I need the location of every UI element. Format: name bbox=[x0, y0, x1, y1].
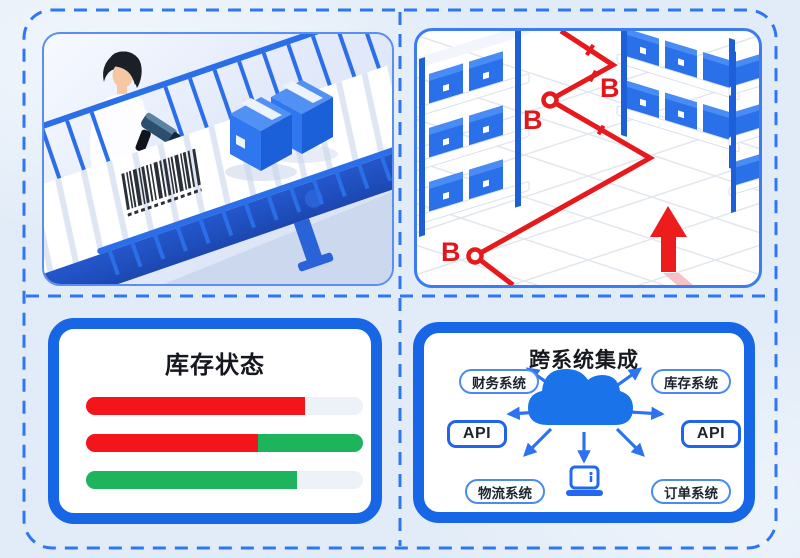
system-node-logistics: 物流系统 bbox=[465, 479, 545, 504]
api-node-right: API bbox=[681, 420, 741, 448]
direction-up-arrow bbox=[650, 206, 693, 285]
inventory-status-title: 库存状态 bbox=[165, 352, 265, 379]
integration-title: 跨系统集成 bbox=[529, 349, 639, 372]
route-tick bbox=[585, 43, 595, 57]
inventory-status-card: 库存状态 bbox=[48, 318, 382, 524]
shelf-unit-right bbox=[616, 31, 740, 170]
parcel-boxes bbox=[225, 80, 338, 181]
inventory-bar bbox=[86, 434, 363, 452]
shelf-unit-far-right bbox=[728, 51, 759, 213]
far-rail-bar bbox=[44, 34, 392, 141]
barcode-digits bbox=[127, 188, 202, 217]
floor-shadow bbox=[164, 192, 392, 284]
route-marker-label: B bbox=[441, 237, 461, 267]
support-leg bbox=[293, 218, 323, 264]
api-node-left: API bbox=[447, 420, 507, 448]
route-marker-label: B bbox=[600, 73, 620, 103]
scanner-body bbox=[141, 113, 177, 143]
route-node bbox=[466, 247, 484, 265]
warehouse-scene: B B B bbox=[417, 31, 759, 285]
bar-segment bbox=[86, 471, 297, 489]
shelf-unit-left bbox=[417, 31, 530, 237]
inventory-bar bbox=[86, 471, 363, 489]
conveyor-scene bbox=[44, 34, 392, 284]
integration-card: 跨系统集成 财务系统 库存系统 API API 物流系统 订单系统 bbox=[413, 322, 755, 523]
bar-segment bbox=[86, 397, 305, 415]
near-rail-bar bbox=[97, 83, 392, 255]
near-rail bbox=[97, 83, 392, 276]
route-node bbox=[541, 91, 559, 109]
route-tick bbox=[588, 69, 598, 83]
picking-route: B B B bbox=[441, 31, 656, 285]
laptop-icon bbox=[566, 465, 603, 496]
system-node-inventory: 库存系统 bbox=[651, 369, 731, 394]
system-node-orders: 订单系统 bbox=[651, 479, 731, 504]
cloud-icon bbox=[528, 369, 633, 425]
integration-diagram bbox=[506, 367, 665, 496]
route-tick bbox=[596, 124, 606, 136]
scanner-handle bbox=[135, 129, 151, 153]
route-marker-label: B bbox=[523, 105, 543, 135]
bar-segment bbox=[257, 434, 363, 452]
bar-segment bbox=[86, 434, 258, 452]
barcode bbox=[121, 148, 202, 217]
parcel-box bbox=[230, 97, 292, 171]
system-node-finance: 财务系统 bbox=[459, 369, 539, 394]
support-foot bbox=[297, 252, 334, 272]
worker-neck bbox=[117, 85, 127, 94]
inventory-bar bbox=[86, 397, 363, 415]
barcode-scanning-illustration bbox=[42, 32, 394, 286]
warehouse-route-illustration: B B B bbox=[414, 28, 762, 288]
